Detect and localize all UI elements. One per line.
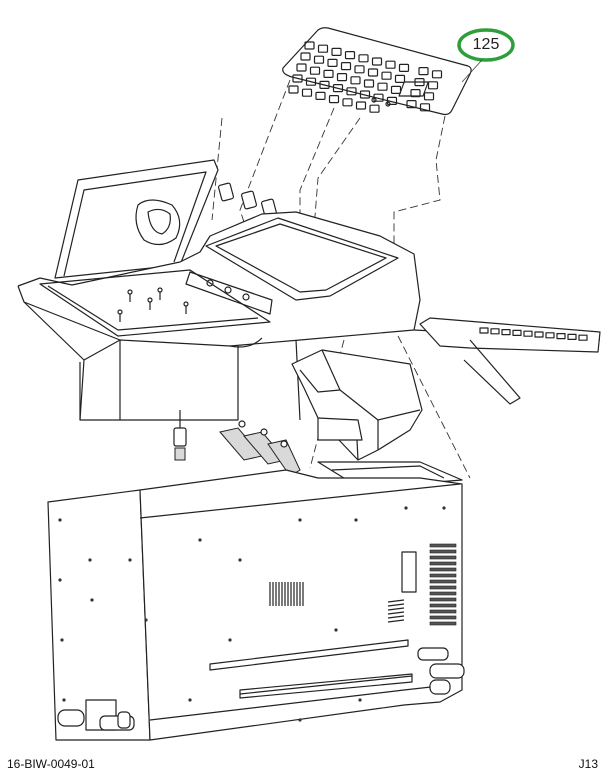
switch-modules: [219, 420, 301, 477]
drawing-id: 16-BIW-0049-01: [7, 757, 95, 771]
callout-number: 125: [472, 36, 500, 53]
keypad-overlay-panel: [282, 27, 472, 116]
wire-connector: [173, 410, 187, 461]
console-housing: [17, 159, 601, 421]
hvac-unit-box: [47, 461, 465, 741]
callout-ring: [457, 28, 515, 62]
callout-leader-line: [461, 59, 483, 83]
page-reference: J13: [578, 757, 598, 771]
switch-knobs: [217, 182, 278, 218]
duct-assembly: [291, 349, 423, 461]
side-grille: [429, 543, 457, 626]
